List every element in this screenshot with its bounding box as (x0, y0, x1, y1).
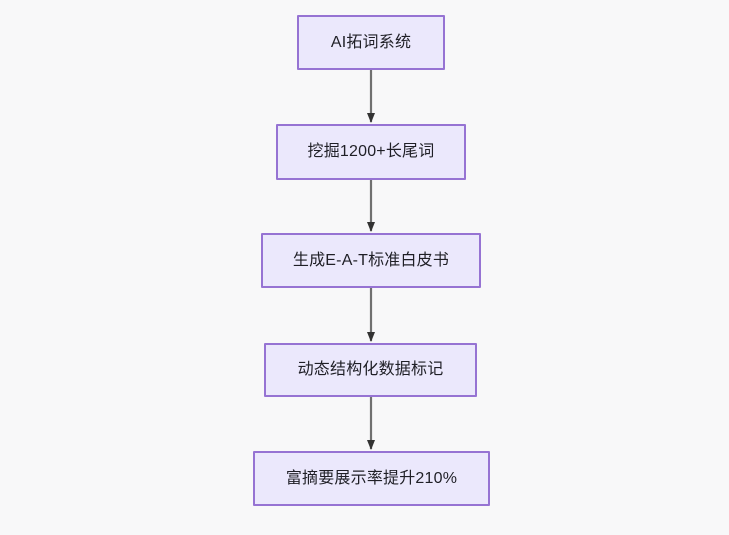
flowchart-node-mine-longtail-keywords[interactable]: 挖掘1200+长尾词 (276, 124, 466, 180)
flowchart-node-ai-keyword-system[interactable]: AI拓词系统 (297, 15, 445, 70)
node-label: 生成E-A-T标准白皮书 (292, 251, 450, 269)
node-label: 挖掘1200+长尾词 (307, 143, 435, 161)
flowchart-node-rich-snippet-rate-increase[interactable]: 富摘要展示率提升210% (253, 451, 490, 506)
node-label: 动态结构化数据标记 (297, 361, 444, 379)
flowchart-node-dynamic-structured-data-markup[interactable]: 动态结构化数据标记 (264, 343, 477, 397)
node-label: 富摘要展示率提升210% (285, 469, 458, 487)
flowchart-node-generate-eat-whitepaper[interactable]: 生成E-A-T标准白皮书 (261, 233, 481, 288)
node-label: AI拓词系统 (330, 33, 412, 51)
